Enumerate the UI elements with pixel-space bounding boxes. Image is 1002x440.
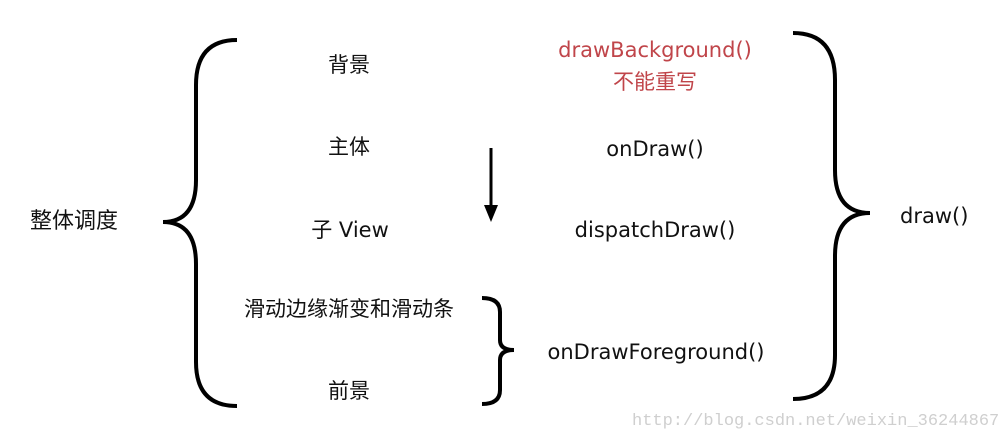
foreground-group-brace: [481, 296, 515, 406]
method-draw: draw(): [900, 204, 969, 228]
stage-foreground-label: 前景: [328, 379, 370, 403]
watermark: http://blog.csdn.net/weixin_36244867: [632, 412, 1000, 431]
left-brace: [162, 38, 238, 408]
method-on-draw-foreground: onDrawForeground(): [547, 340, 765, 364]
method-dispatch-draw: dispatchDraw(): [574, 218, 736, 242]
stage-body-label: 主体: [328, 135, 370, 159]
method-draw-background-note: 不能重写: [613, 70, 697, 94]
root-label: 整体调度: [30, 209, 119, 234]
stage-child-view-label: 子 View: [311, 218, 389, 242]
right-brace: [792, 31, 871, 401]
stage-background-label: 背景: [328, 53, 370, 77]
method-draw-background: drawBackground(): [558, 38, 752, 62]
stage-scroll-fade-label: 滑动边缘渐变和滑动条: [244, 297, 454, 321]
method-on-draw: onDraw(): [606, 137, 704, 161]
down-arrow-icon: [484, 148, 498, 222]
